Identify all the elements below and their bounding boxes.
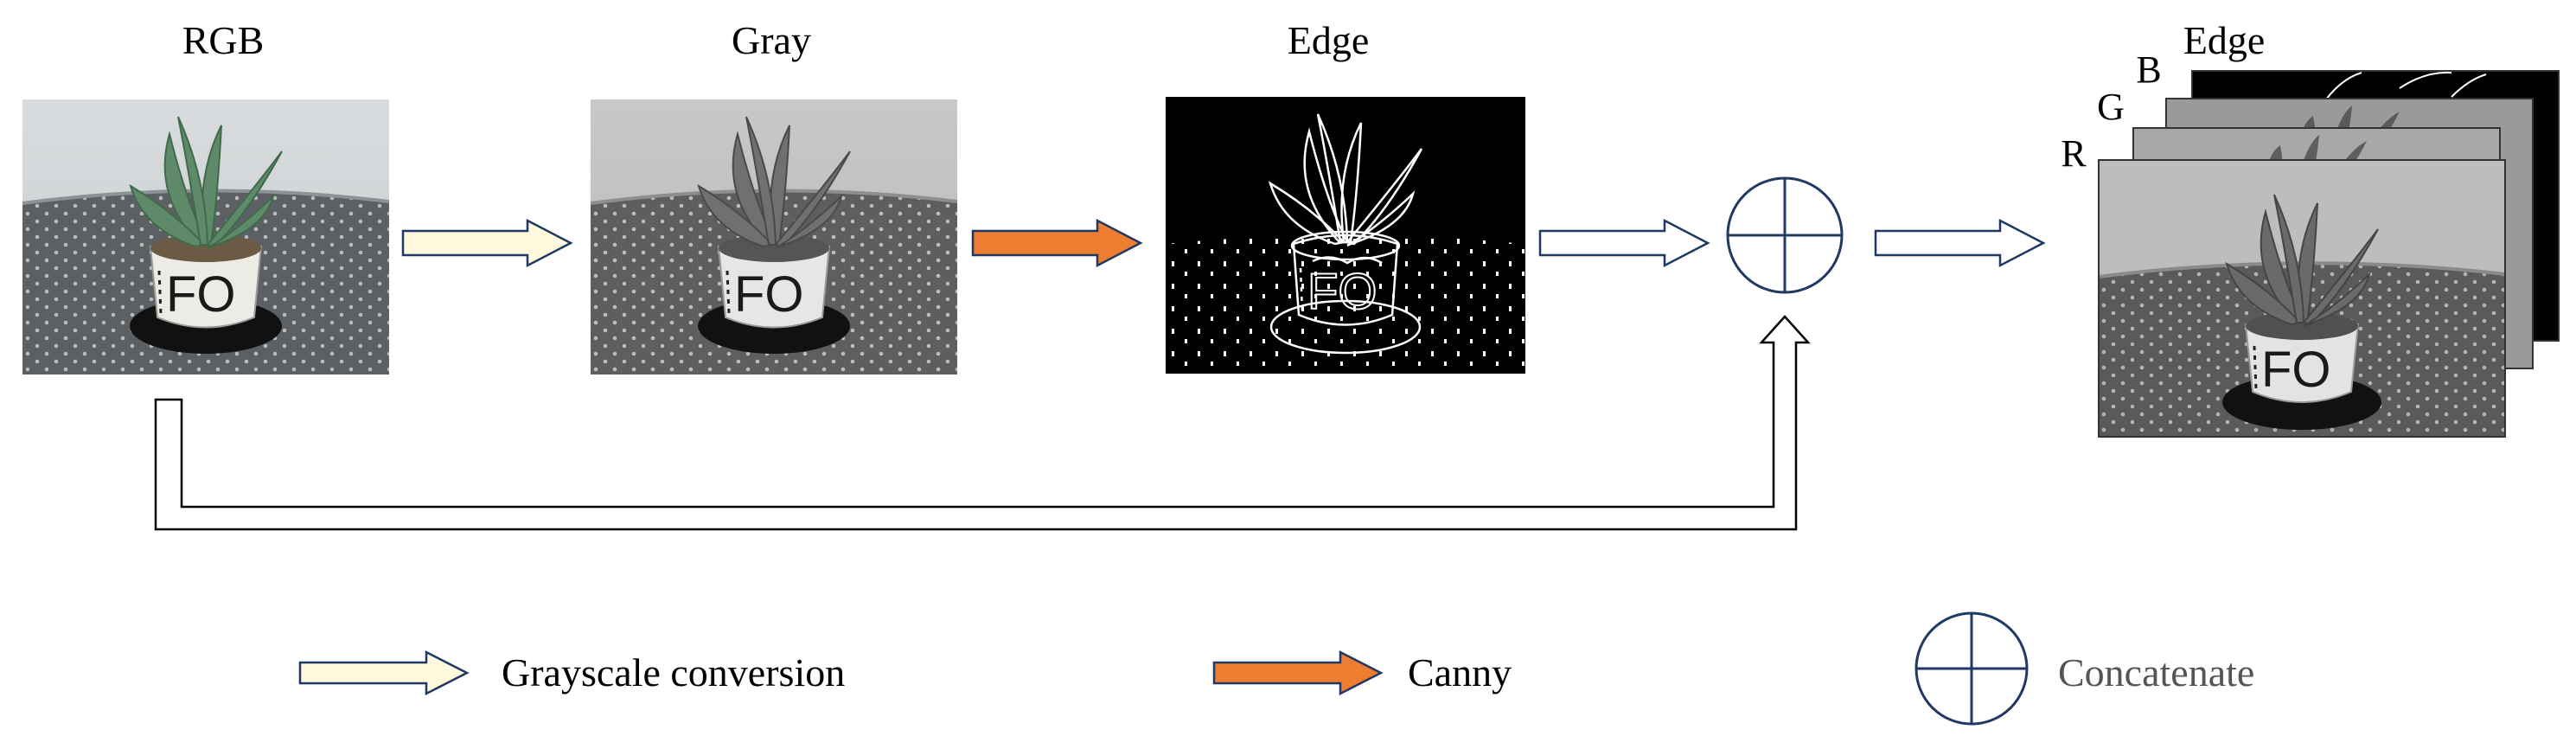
canny-arrow (971, 218, 1143, 268)
output-stack (2097, 70, 2560, 439)
stage-label-gray: Gray (732, 18, 811, 62)
output-r-channel (2097, 158, 2507, 439)
channel-label-edge: Edge (2183, 18, 2266, 62)
edge-image (1164, 95, 1527, 375)
legend-canny-arrow (1212, 650, 1384, 696)
stage-label-rgb: RGB (182, 18, 265, 62)
channel-label-r: R (2061, 132, 2087, 175)
edge-to-concat-arrow (1538, 218, 1710, 268)
channel-label-b: B (2136, 48, 2161, 91)
skip-connection-arrow (154, 315, 1811, 531)
rgb-image (21, 98, 391, 376)
grayscale-arrow (401, 218, 573, 268)
channel-label-g: G (2097, 86, 2125, 128)
legend-grayscale-arrow (298, 650, 470, 696)
stage-label-edge: Edge (1288, 18, 1370, 62)
legend-grayscale-label: Grayscale conversion (502, 650, 845, 695)
legend-concatenate-symbol (1914, 611, 2029, 726)
legend-concatenate-label: Concatenate (2058, 650, 2254, 695)
gray-image (589, 98, 959, 376)
legend: Grayscale conversion Canny Concatenate (298, 611, 2254, 726)
legend-canny-label: Canny (1408, 650, 1512, 695)
concat-to-output-arrow (1874, 218, 2046, 268)
concatenate-symbol (1726, 176, 1844, 294)
